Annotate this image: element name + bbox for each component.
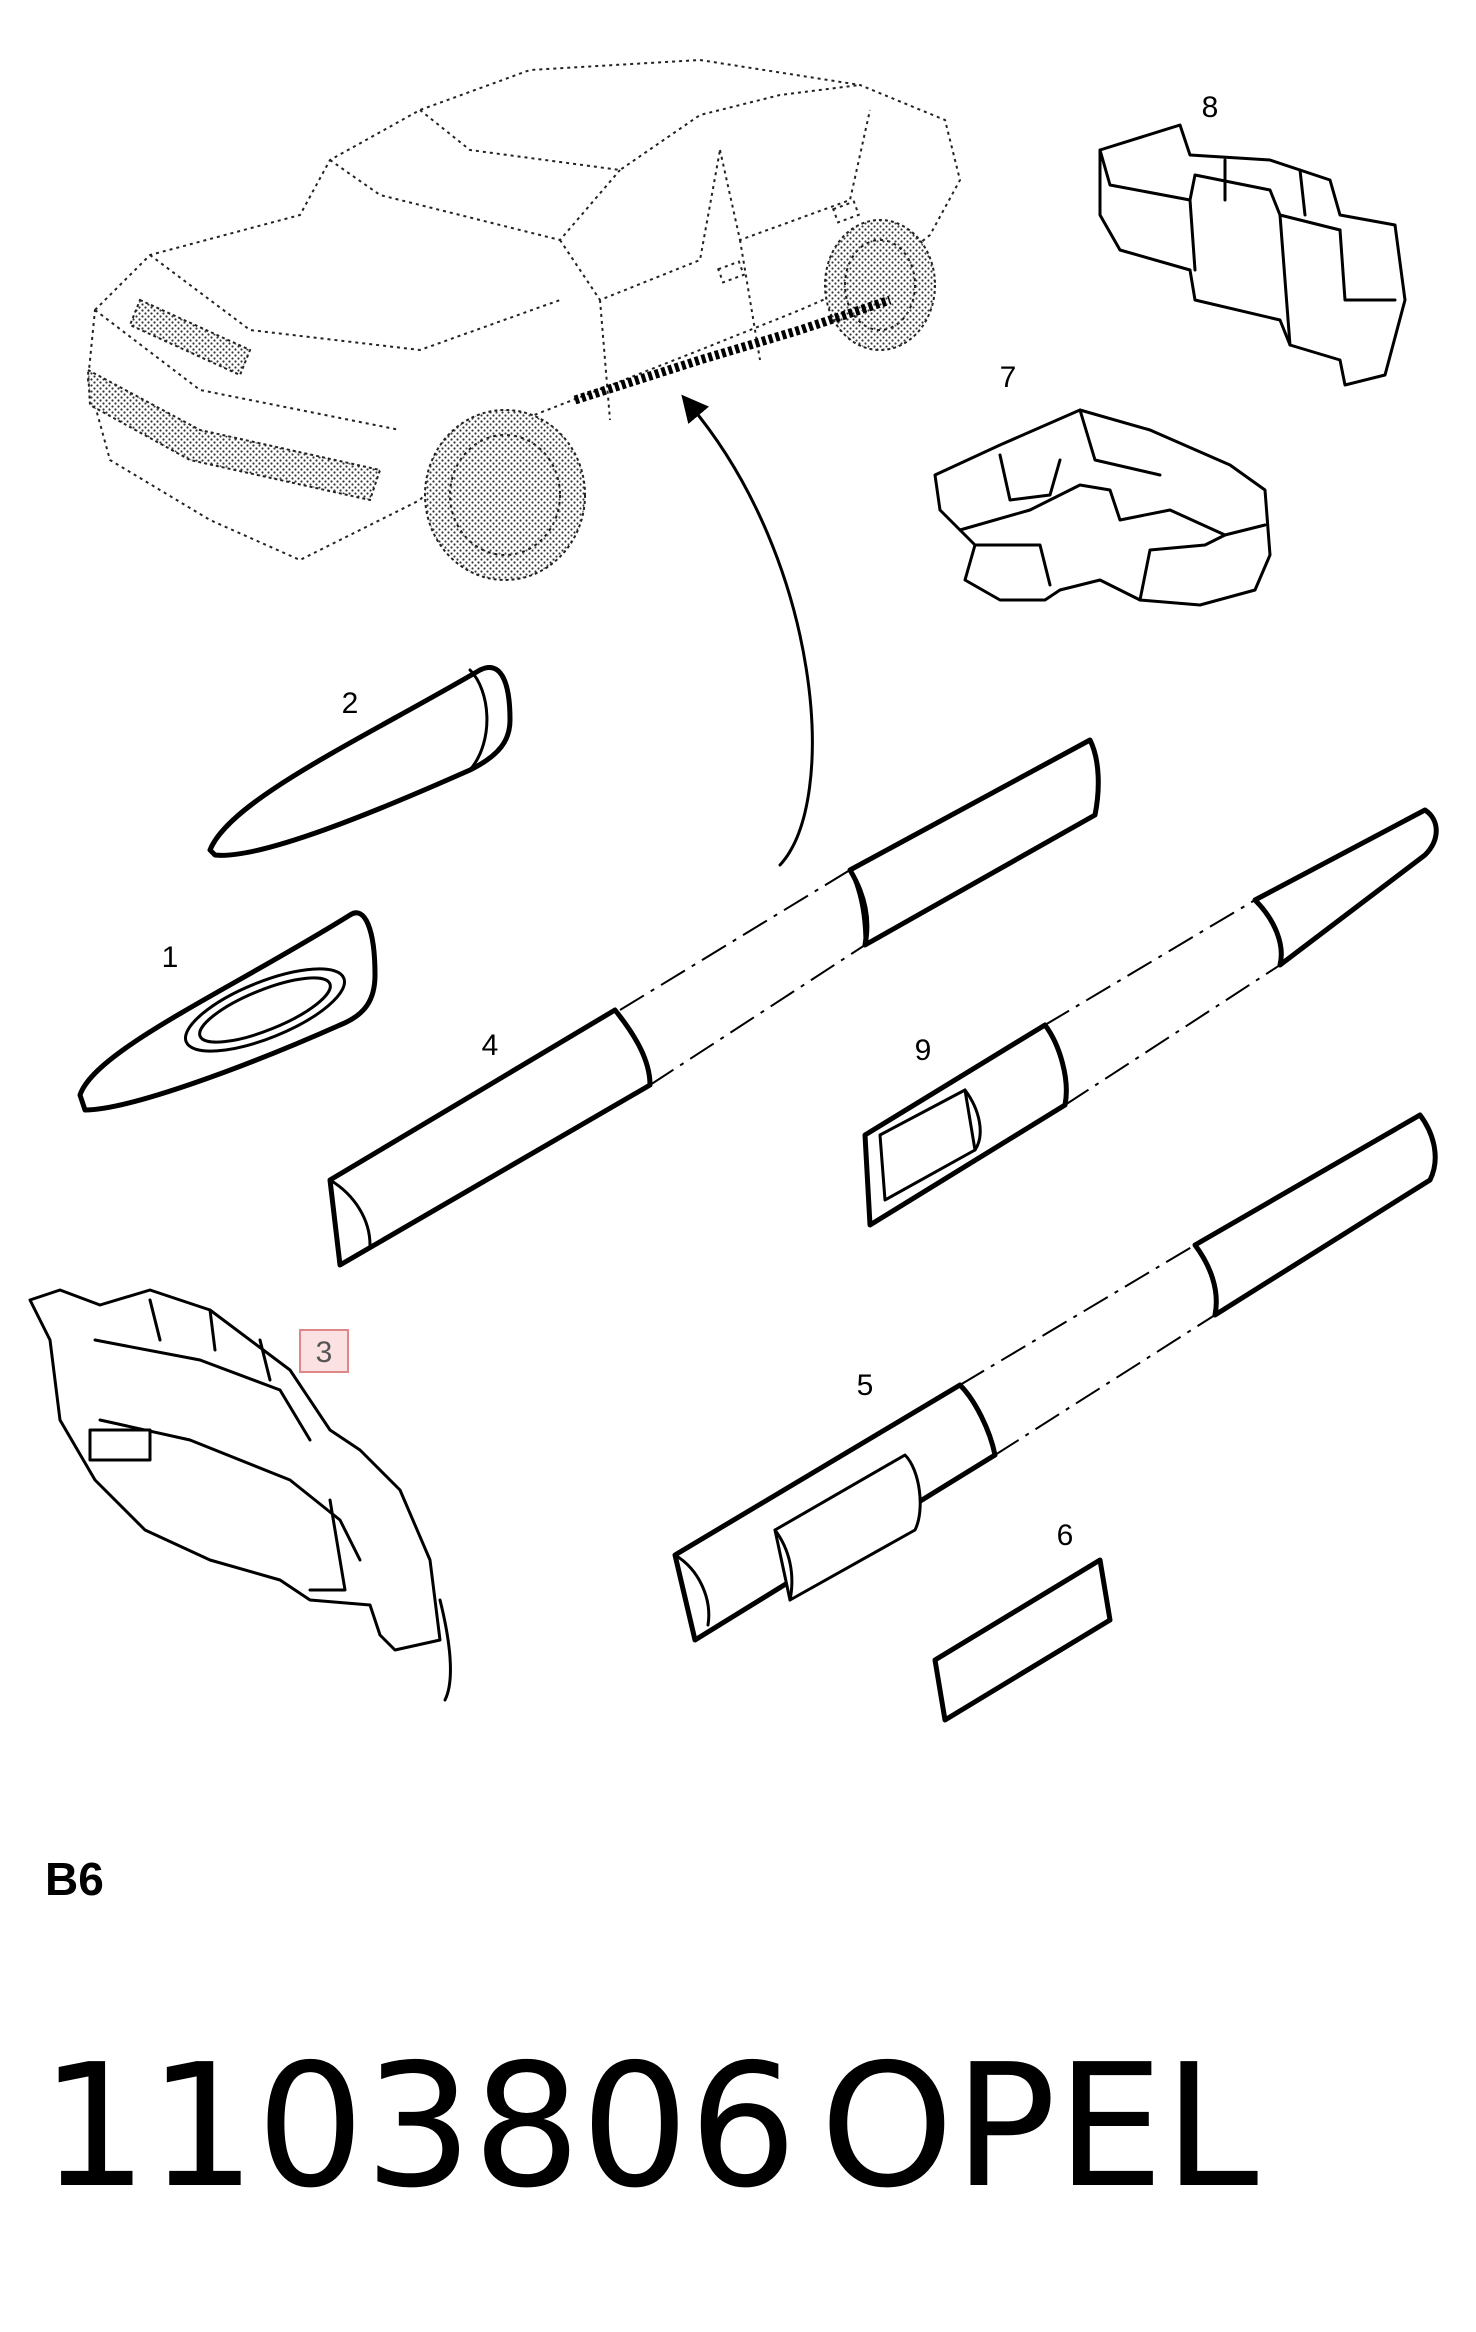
brand-name: OPEL xyxy=(820,2028,1258,2226)
callout-7[interactable]: 7 xyxy=(1000,361,1017,394)
car-illustration xyxy=(86,58,962,581)
location-arrow xyxy=(681,394,814,867)
callout-9[interactable]: 9 xyxy=(915,1034,932,1067)
callout-6[interactable]: 6 xyxy=(1057,1519,1074,1552)
callout-8[interactable]: 8 xyxy=(1202,91,1219,124)
callout-3[interactable]: 3 xyxy=(316,1336,333,1369)
part-2-end-cap xyxy=(207,665,513,858)
part-3-clip-assembly xyxy=(28,1288,452,1702)
section-code: B6 xyxy=(45,1853,104,1905)
callout-2[interactable]: 2 xyxy=(342,687,359,720)
part-1-end-cap-keyhole xyxy=(77,910,378,1113)
callout-1[interactable]: 1 xyxy=(162,941,179,974)
part-number: 1103806 xyxy=(40,2028,797,2226)
part-6-pad xyxy=(932,1557,1113,1723)
part-4-door-molding xyxy=(327,737,1101,1268)
part-5-lower-molding xyxy=(672,1112,1438,1643)
callout-3-highlight[interactable] xyxy=(299,1329,349,1373)
part-7-bracket xyxy=(933,408,1272,607)
callout-4[interactable]: 4 xyxy=(482,1029,499,1062)
callout-5[interactable]: 5 xyxy=(857,1369,874,1402)
part-9-rear-door-molding xyxy=(862,807,1439,1228)
part-8-clip xyxy=(1098,123,1407,387)
